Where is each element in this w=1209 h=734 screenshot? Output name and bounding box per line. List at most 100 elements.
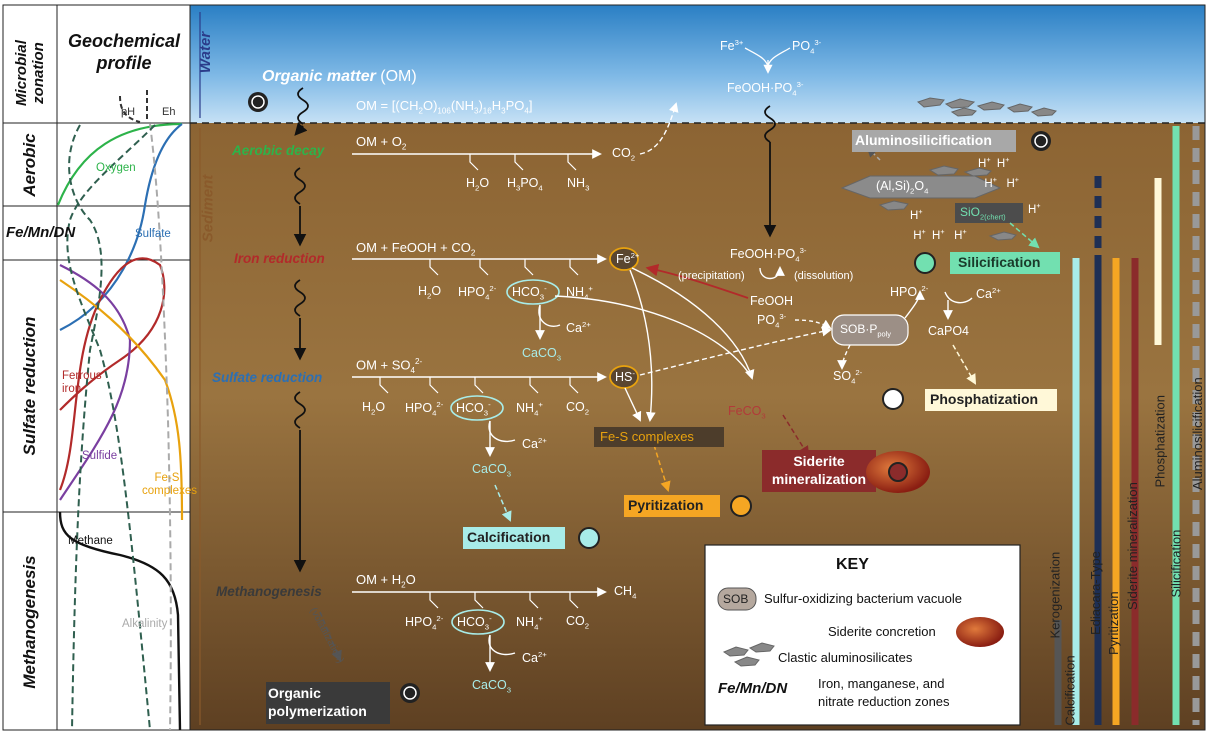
hplus-cluster-1: H+ H+ H+ H+ — [978, 156, 1019, 190]
hco3-oval — [450, 395, 504, 421]
orgpoly-box — [266, 682, 390, 724]
methane-label: Methane — [68, 535, 113, 547]
po4-to-sob-arrow — [794, 319, 832, 330]
silica-box — [955, 203, 1023, 223]
hplus-cluster-2: H+ H+ H+ H+ — [910, 208, 967, 242]
prod-nh4: NH4+ — [566, 284, 593, 302]
silicification-arrow — [1009, 222, 1040, 249]
om-formula: OM = [(CH2O)106(NH3)16H3PO4] — [356, 98, 533, 116]
prod-h3po4: H3PO4 — [507, 176, 543, 193]
alkalinity-curve — [149, 123, 172, 731]
key-clastic-desc: Clastic aluminosilicates — [778, 650, 913, 665]
bar-label-phosphatization: Phosphatization — [1152, 394, 1168, 488]
frame — [2, 4, 1206, 731]
process-methano: Methanogenesis — [216, 584, 322, 599]
process-iron: Iron reduction — [234, 251, 325, 266]
result-orgpoly: Organic polymerization — [268, 685, 367, 719]
calc-box — [463, 527, 565, 549]
fephos-mid: FeOOH·PO43- — [730, 246, 807, 264]
ca-text: Ca2+ — [522, 436, 547, 452]
prod-hco3: HCO3- — [457, 614, 492, 632]
prod-hco3: HCO3- — [456, 400, 491, 418]
prod-hpo4: HPO42- — [458, 284, 497, 302]
ph-label: pH — [121, 106, 136, 118]
key-siderite-desc: Siderite concretion — [828, 624, 936, 639]
prod-ch4: CH4 — [614, 584, 637, 601]
key-siderite-swatch — [956, 617, 1004, 647]
hs-oval — [609, 365, 639, 389]
prod-nh3: NH3 — [567, 176, 590, 193]
oxygen-curve — [56, 122, 183, 206]
bar-label-kerogenization: Kerogenization — [1047, 551, 1063, 639]
sob-to-hpo4-arrow — [904, 290, 925, 319]
product-arrows — [429, 259, 579, 276]
bar-label-pyritization: Pyritization — [1106, 591, 1121, 655]
calcification-arrow — [494, 484, 512, 522]
feooh-text: FeOOH — [750, 294, 794, 308]
alumino-formula: (Al,Si)2O4 — [876, 179, 929, 196]
om-title: Organic matter — [262, 68, 376, 85]
fe3-text: Fe3+ — [720, 38, 744, 54]
key-zone-desc2: nitrate reduction zones — [818, 694, 950, 709]
water-layer — [190, 5, 1205, 123]
fe-to-fes-arrow — [629, 269, 656, 422]
sulfate-reactant: OM + SO42- — [356, 357, 423, 375]
hco3-to-feco3-arrow — [554, 295, 751, 376]
hplus-single: H+ — [1028, 202, 1041, 216]
sulfide-label: Sulfide — [82, 450, 118, 462]
product-arrows — [429, 592, 579, 609]
zone-aerobic: Aerobic — [20, 133, 39, 197]
prod-hpo4: HPO42- — [405, 400, 444, 418]
ph-eh-surface — [119, 90, 148, 123]
bar-label-calcification: Calcification — [1062, 655, 1078, 726]
result-phos: Phosphatization — [930, 391, 1039, 407]
dissolution-text: (dissolution) — [794, 270, 854, 282]
pyrit-box — [624, 495, 720, 517]
prod-h2o: H2O — [418, 284, 442, 301]
sob-text: SOB·Ppoly — [840, 322, 891, 339]
phos-box — [925, 389, 1057, 411]
prod-h2o: H2O — [362, 400, 386, 417]
sulfate-label: Sulfate — [135, 228, 171, 240]
sob-to-so4-arrow — [837, 344, 851, 370]
sulfide-curve — [59, 264, 132, 501]
organic-matter-title: Organic matter (OM) — [262, 68, 417, 86]
clastic-particles — [878, 97, 1057, 241]
process-sulfate: Sulfate reduction — [212, 370, 323, 385]
sediment-layer — [190, 123, 1205, 730]
key-zone-abbr: Fe/Mn/DN — [718, 680, 788, 697]
ca-arrow — [538, 304, 561, 327]
hco3-oval — [451, 609, 505, 635]
result-calc: Calcification — [467, 529, 551, 545]
capo4-text: CaPO4 — [928, 324, 969, 338]
precipitation-text: (precipitation) — [678, 270, 745, 282]
fossil-icons — [248, 92, 1051, 703]
prod-nh4: NH4+ — [516, 400, 543, 418]
bar-label-silicification: Silicification — [1168, 529, 1184, 598]
fes-label: Fe-S complexes — [142, 472, 197, 497]
water-label: Water — [197, 31, 215, 74]
prod-hpo4: HPO42- — [405, 614, 444, 632]
alumino-box — [852, 130, 1016, 152]
key-sob-desc: Sulfur-oxidizing bacterium vacuole — [764, 591, 962, 606]
dissolution-arrow — [759, 266, 785, 280]
prod-co2: CO2 — [566, 614, 590, 631]
methano-reactant: OM + H2O — [356, 572, 416, 590]
zone-femndn: Fe/Mn/DN — [6, 224, 76, 241]
ca-text: Ca2+ — [976, 286, 1001, 302]
prod-co2: CO2 — [612, 146, 636, 163]
co2-degas-arrow — [639, 102, 679, 155]
squiggle — [294, 167, 306, 205]
product-arrows — [379, 377, 579, 394]
hpo4-text: HPO42- — [890, 284, 929, 302]
bar-label-alumino: Aluminosilicification — [1190, 377, 1205, 490]
alkalinity-label: Alkalinity — [122, 618, 168, 630]
bar-label-ediacara: Ediacara-Type — [1088, 551, 1103, 635]
po4-text: PO43- — [792, 38, 822, 56]
fe2-text: Fe2+ — [616, 251, 640, 267]
fes-box — [594, 427, 724, 447]
key-zone-desc1: Iron, manganese, and — [818, 676, 945, 691]
squiggle — [764, 105, 776, 143]
key-title: KEY — [836, 556, 869, 573]
